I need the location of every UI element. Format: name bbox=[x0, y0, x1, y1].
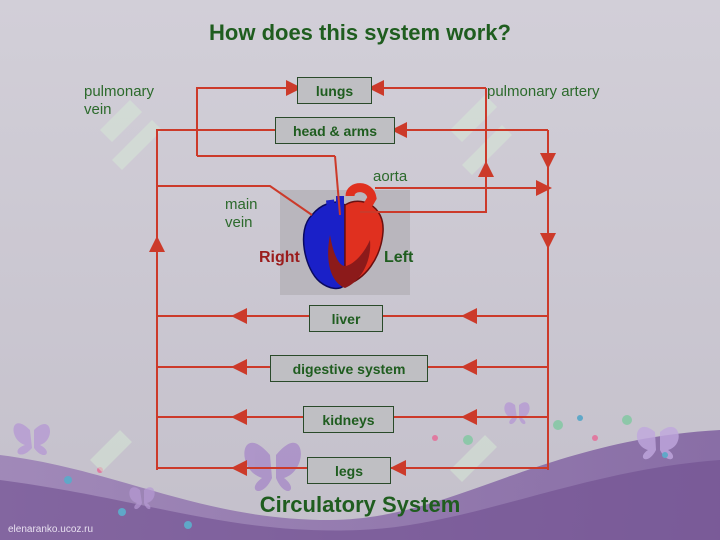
label-pulmonary-vein: pulmonary vein bbox=[84, 83, 155, 118]
organ-legs: legs bbox=[307, 457, 391, 484]
slide-subtitle: Circulatory System bbox=[259, 492, 461, 517]
label-right-side: Right bbox=[259, 249, 300, 266]
butterfly-icon bbox=[13, 423, 51, 456]
organ-lungs: lungs bbox=[297, 77, 372, 104]
credit-text: elenaranko.ucoz.ru bbox=[8, 524, 94, 535]
purple-wave-dark bbox=[0, 460, 720, 540]
label-left-side: Left bbox=[384, 249, 414, 266]
butterfly-icon bbox=[244, 442, 301, 492]
butterfly-icon bbox=[504, 402, 530, 425]
heart-icon bbox=[302, 183, 384, 290]
vessel-network bbox=[149, 80, 556, 476]
organ-liver: liver bbox=[309, 305, 383, 332]
organ-kidneys: kidneys bbox=[303, 406, 394, 433]
decorative-dots bbox=[64, 415, 668, 529]
label-aorta: aorta bbox=[373, 168, 408, 185]
organ-digestive-system: digestive system bbox=[270, 355, 428, 382]
butterfly-icon bbox=[636, 426, 679, 460]
butterfly-icon bbox=[129, 487, 155, 510]
label-pulmonary-artery: pulmonary artery bbox=[487, 83, 600, 100]
organ-head-arms: head & arms bbox=[275, 117, 395, 144]
slide-title: How does this system work? bbox=[209, 20, 511, 45]
label-main-vein: main vein bbox=[225, 196, 258, 231]
